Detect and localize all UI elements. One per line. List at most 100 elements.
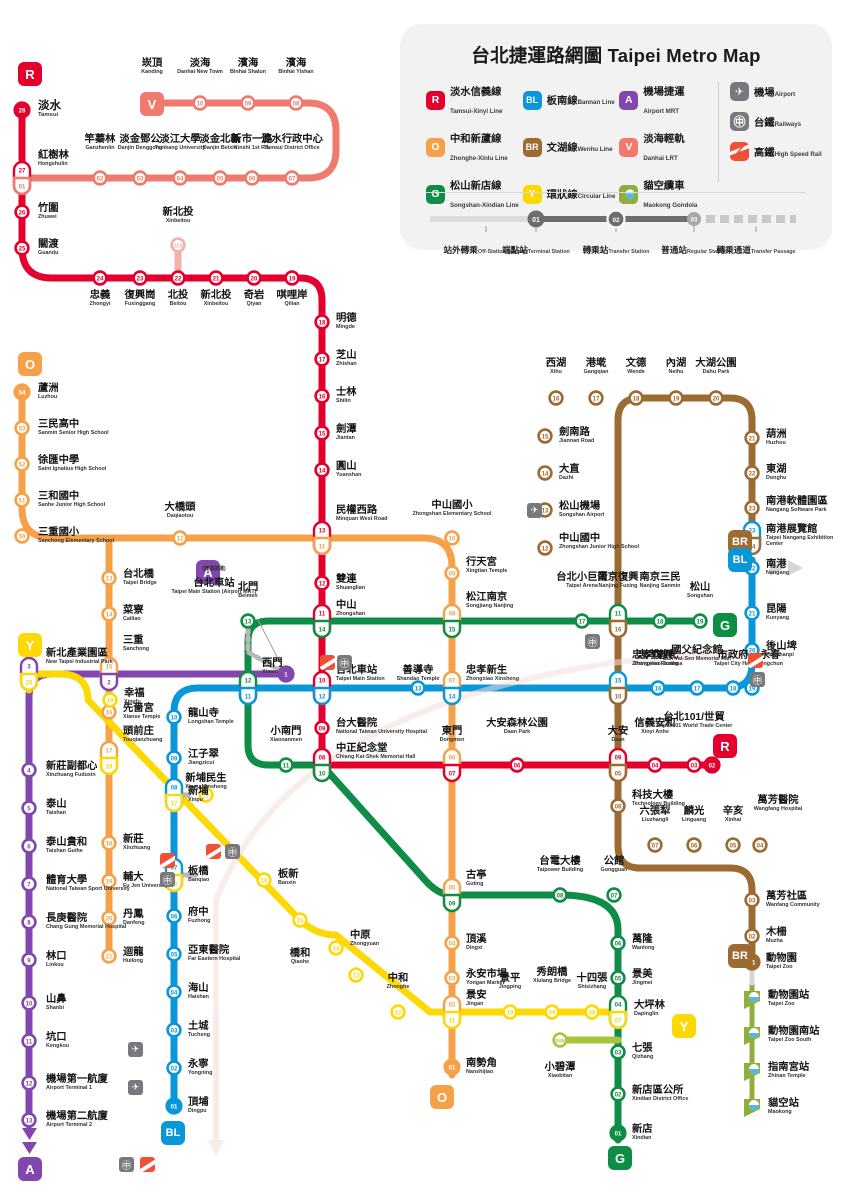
station-dot[interactable]: 05 bbox=[212, 170, 228, 186]
legend-line-BR[interactable]: BR 文湖線Wenhu Line bbox=[522, 129, 620, 165]
station-dot[interactable]: 03 bbox=[744, 892, 760, 908]
station-dot[interactable]: 19 bbox=[692, 613, 708, 629]
station-dot[interactable]: 21 bbox=[744, 430, 760, 446]
station-dot[interactable]: 07 bbox=[647, 837, 663, 853]
station-dot[interactable]: 01 bbox=[165, 1097, 183, 1115]
station-dot[interactable]: 13 bbox=[21, 1112, 37, 1128]
station-dot[interactable]: 12 bbox=[314, 575, 330, 591]
station-dot[interactable]: 09 bbox=[166, 750, 182, 766]
station-dot[interactable]: 02 bbox=[166, 1060, 182, 1076]
station-dot[interactable]: 25 bbox=[14, 240, 30, 256]
station-dot[interactable]: 16 bbox=[256, 872, 272, 888]
station-dot[interactable]: 17 bbox=[689, 680, 705, 696]
station-dot[interactable]: 28 bbox=[13, 101, 31, 119]
station-dot[interactable]: 04 bbox=[172, 170, 188, 186]
station-dot[interactable]: 02 bbox=[744, 928, 760, 944]
station-dot[interactable]: 6 bbox=[21, 838, 37, 854]
station-dot[interactable]: 21 bbox=[208, 270, 224, 286]
line-terminal-badge-green-xindian[interactable]: G bbox=[608, 1146, 632, 1170]
station-dot[interactable]: 04 bbox=[752, 837, 768, 853]
station-dot[interactable]: 20 bbox=[101, 910, 117, 926]
legend-line-O[interactable]: O 中和新蘆線Zhonghe-Xinlu Line bbox=[426, 129, 523, 165]
station-dot[interactable]: 19 bbox=[284, 270, 300, 286]
station-dot[interactable]: 21 bbox=[744, 605, 760, 621]
legend-line-V[interactable]: V 淡海輕軌Danhai LRT bbox=[619, 129, 716, 165]
station-dot[interactable]: 08 bbox=[610, 798, 626, 814]
station-dot[interactable]: 19 bbox=[102, 692, 118, 708]
legend-line-gondola[interactable]: 貓空纜車Maokong Gondola bbox=[619, 176, 716, 212]
station-dot[interactable]: 26 bbox=[14, 204, 30, 220]
station-dot[interactable]: 10 bbox=[192, 95, 208, 111]
station-dot[interactable]: 15 bbox=[537, 428, 553, 444]
station-dot[interactable]: 08 bbox=[584, 1004, 600, 1020]
station-dot[interactable]: 15 bbox=[314, 425, 330, 441]
station-dot[interactable]: 1 bbox=[277, 665, 295, 683]
station-dot[interactable]: 08 bbox=[552, 887, 568, 903]
line-terminal-badge-red-xiangshan[interactable]: R bbox=[713, 734, 737, 758]
gondola-station-icon[interactable] bbox=[744, 1027, 760, 1045]
station-dot[interactable]: 02 bbox=[92, 170, 108, 186]
station-dot[interactable]: 06 bbox=[244, 170, 260, 186]
gondola-station-icon[interactable] bbox=[744, 991, 760, 1009]
line-terminal-badge-blue-nangang[interactable]: BL bbox=[728, 548, 752, 572]
line-terminal-badge-orange-top[interactable]: O bbox=[18, 352, 42, 376]
station-dot[interactable]: 16 bbox=[314, 388, 330, 404]
legend-line-BL[interactable]: BL 板南線Bannan Line bbox=[522, 82, 620, 118]
line-terminal-badge-airport-bottom[interactable]: A bbox=[18, 1157, 42, 1181]
gondola-station-icon[interactable] bbox=[744, 1063, 760, 1081]
station-dot[interactable]: 54 bbox=[13, 383, 31, 401]
station-dot[interactable]: 18 bbox=[725, 680, 741, 696]
station-dot[interactable]: 7 bbox=[21, 876, 37, 892]
